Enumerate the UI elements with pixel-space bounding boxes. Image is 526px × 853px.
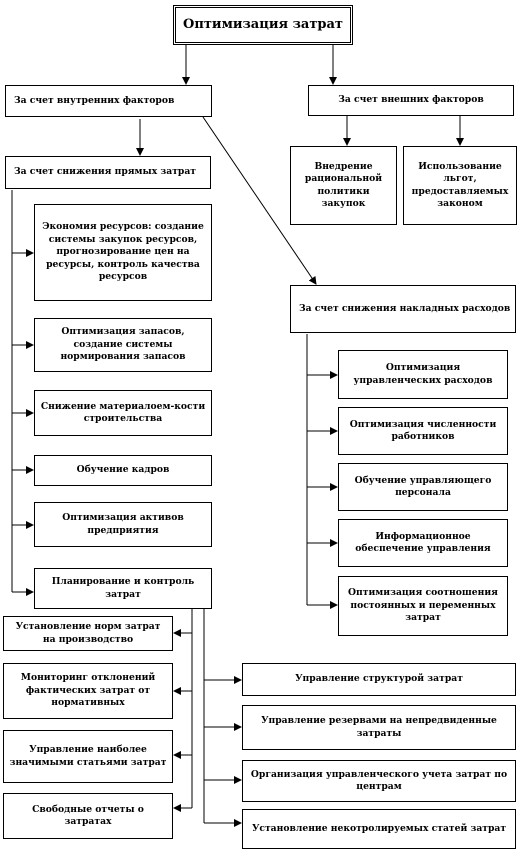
planning-right-item-4: Установление некотролируемых статей затр… (242, 809, 516, 849)
planning-right-item-1: Управление структурой затрат (242, 663, 516, 696)
planning-right-item-2: Управление резервами на непредвиденные з… (242, 705, 516, 750)
planning-left-item-4: Свободные отчеты о затратах (3, 793, 173, 839)
overhead-item-5: Оптимизация соотношения постоянных и пер… (338, 576, 508, 636)
planning-left-item-1: Установление норм затрат на производство (3, 616, 173, 651)
overhead-costs-node: За счет снижения накладных расходов (290, 285, 516, 333)
overhead-item-4: Информационное обеспечение управления (338, 519, 508, 567)
planning-left-item-3: Управление наиболее значимыми статьями з… (3, 730, 173, 783)
direct-costs-node: За счет снижения прямых затрат (5, 156, 211, 189)
ext-purchasing-node: Внедрение рациональной политики закупок (290, 146, 397, 225)
direct-item-5: Оптимизация активов предприятия (34, 502, 212, 547)
direct-item-3: Снижение материалоем-кости строительства (34, 390, 212, 436)
overhead-item-1: Оптимизация управленческих расходов (338, 350, 508, 399)
direct-item-1: Экономия ресурсов: создание системы заку… (34, 204, 212, 301)
external-factors-node: За счет внешних факторов (308, 85, 514, 116)
internal-factors-node: За счет внутренних факторов (5, 85, 212, 117)
direct-item-2: Оптимизация запасов, создание системы но… (34, 318, 212, 372)
planning-right-item-3: Организация управленческого учета затрат… (242, 760, 516, 802)
direct-item-4: Обучение кадров (34, 455, 212, 486)
overhead-item-2: Оптимизация численности работников (338, 407, 508, 455)
direct-item-6: Планирование и контроль затрат (34, 568, 212, 609)
root-node: Оптимизация затрат (173, 5, 353, 45)
overhead-item-3: Обучение управляющего персонала (338, 463, 508, 511)
planning-left-item-2: Мониторинг отклонений фактических затрат… (3, 663, 173, 719)
ext-benefits-node: Использование льгот, предоставляемых зак… (403, 146, 517, 225)
